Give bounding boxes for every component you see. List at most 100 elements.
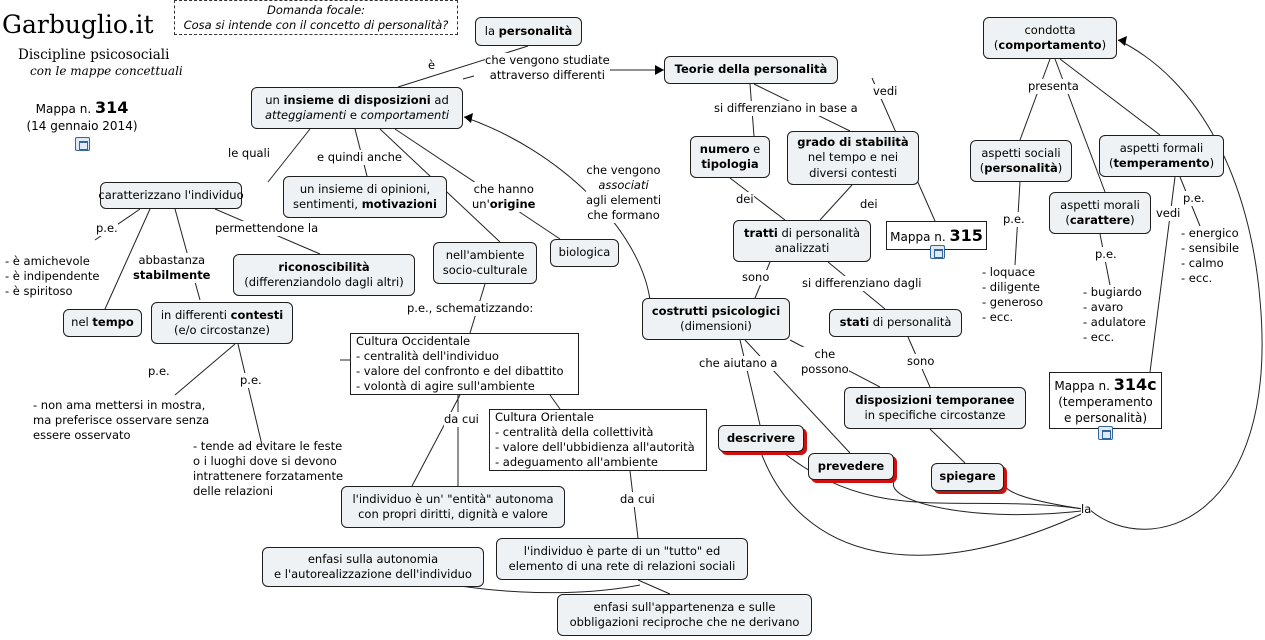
node-condotta-comportamento[interactable]: condotta(comportamento) bbox=[983, 17, 1117, 59]
connector-line bbox=[729, 177, 786, 221]
connector-line bbox=[237, 343, 263, 446]
connector-line bbox=[637, 579, 671, 595]
node-descrivere[interactable]: descrivere bbox=[718, 425, 804, 452]
focal-question: Domanda focale: Cosa si intende con il c… bbox=[174, 0, 458, 35]
connector-curve bbox=[759, 449, 1091, 556]
link-label-pe: p.e. bbox=[1095, 247, 1117, 262]
map-date: (14 gennaio 2014) bbox=[26, 118, 138, 133]
link-label-differenziano-dagli: si differenziano dagli bbox=[802, 276, 922, 291]
link-label-pe: p.e. bbox=[1003, 212, 1025, 227]
brand-tagline: con le mappe concettuali bbox=[30, 64, 183, 78]
link-label-da-cui: da cui bbox=[444, 412, 479, 427]
link-label-la: la bbox=[1081, 502, 1092, 517]
link-label-pe: p.e. bbox=[240, 373, 262, 388]
link-label-differenziano: si differenziano in base a bbox=[714, 101, 858, 116]
link-label-permettendone: permettendone la bbox=[215, 221, 319, 236]
link-label-le-quali: le quali bbox=[228, 146, 270, 161]
focal-heading: Domanda focale: bbox=[266, 3, 366, 17]
link-label-dei: dei bbox=[860, 197, 878, 212]
link-label-aiutano: che aiutano a bbox=[699, 356, 778, 371]
node-nel-tempo[interactable]: nel tempo bbox=[63, 309, 142, 337]
node-aspetti-formali[interactable]: aspetti formali(temperamento) bbox=[1099, 135, 1224, 177]
link-label-quindi-anche: e quindi anche bbox=[317, 150, 402, 165]
node-cultura-occidentale[interactable]: Cultura Occidentale- centralità dell'ind… bbox=[350, 333, 579, 395]
map-number: 314 bbox=[94, 98, 129, 117]
map-info: Mappa n. 314 (14 gennaio 2014) bbox=[22, 98, 142, 134]
concept-map-icon[interactable] bbox=[930, 245, 945, 259]
link-label-pe: p.e. bbox=[1183, 191, 1205, 206]
connector-line bbox=[549, 394, 561, 410]
focal-question-text: Cosa si intende con il concetto di perso… bbox=[183, 17, 449, 32]
arrowhead bbox=[1118, 36, 1127, 46]
brand-title[interactable]: Garbuglio.it bbox=[2, 10, 154, 39]
node-mappa-315[interactable]: Mappa n. 315 bbox=[886, 221, 987, 250]
link-label-pe: p.e. bbox=[96, 221, 118, 236]
node-aspetti-morali[interactable]: aspetti morali(carattere) bbox=[1049, 192, 1151, 234]
node-aspetti-sociali[interactable]: aspetti sociali(personalità) bbox=[970, 140, 1072, 182]
node-cultura-orientale[interactable]: Cultura Orientale- centralità della coll… bbox=[489, 409, 707, 471]
concept-map-icon[interactable] bbox=[1098, 426, 1113, 440]
node-personalita[interactable]: la personalità bbox=[475, 17, 582, 46]
arrowhead bbox=[655, 65, 664, 75]
link-label-sono: sono bbox=[907, 354, 935, 369]
connector-line bbox=[397, 45, 529, 88]
connector-line bbox=[104, 208, 151, 310]
brand-subtitle: Discipline psicosociali bbox=[18, 47, 170, 63]
connector-line bbox=[1019, 58, 1051, 141]
node-opinioni[interactable]: un insieme di opinioni,sentimenti, motiv… bbox=[283, 176, 447, 218]
link-label-presenta: presenta bbox=[1028, 79, 1079, 94]
link-label-pe: p.e. bbox=[148, 364, 170, 379]
connector-curve bbox=[1089, 39, 1263, 530]
link-label-vedi: vedi bbox=[1156, 206, 1181, 221]
examples-aspetti-formali: - energico- sensibile- calmo- ecc. bbox=[1181, 226, 1240, 285]
examples-aspetti-morali: - bugiardo- avaro- adulatore- ecc. bbox=[1083, 285, 1146, 344]
connector-line bbox=[174, 343, 236, 396]
arrowhead bbox=[464, 113, 473, 123]
connector-line bbox=[929, 428, 966, 464]
link-label-e: è bbox=[428, 58, 436, 73]
connector-line bbox=[411, 394, 461, 487]
connector-line bbox=[462, 75, 475, 80]
link-label-schematizzando: p.e., schematizzando: bbox=[407, 301, 534, 316]
node-spiegare[interactable]: spiegare bbox=[931, 463, 1004, 491]
node-riconoscibilita[interactable]: riconoscibilità(differenziandolo dagli a… bbox=[233, 254, 415, 296]
connector-line bbox=[1059, 58, 1161, 136]
node-teorie-personalita[interactable]: Teorie della personalità bbox=[664, 56, 838, 84]
example-mostra: - non ama mettersi in mostra,ma preferis… bbox=[33, 398, 210, 442]
map-prefix: Mappa n. bbox=[35, 102, 92, 116]
link-label-sono: sono bbox=[742, 270, 770, 285]
examples-aspetti-sociali: - loquace- diligente- generoso- ecc. bbox=[982, 265, 1044, 324]
node-costrutti-psicologici[interactable]: costrutti psicologici(dimensioni) bbox=[642, 298, 790, 340]
connector-curve bbox=[892, 479, 1091, 516]
node-prevedere[interactable]: prevedere bbox=[808, 453, 894, 480]
concept-map-icon[interactable] bbox=[75, 137, 90, 151]
connector-line bbox=[819, 184, 853, 221]
node-biologica[interactable]: biologica bbox=[550, 239, 619, 267]
node-caratterizzano-individuo[interactable]: caratterizzano l'individuo bbox=[98, 182, 244, 209]
link-label-dei: dei bbox=[736, 192, 754, 207]
node-stati-personalita[interactable]: stati di personalità bbox=[829, 309, 962, 337]
link-label-vedi: vedi bbox=[873, 84, 898, 99]
link-label-da-cui: da cui bbox=[620, 492, 655, 507]
connector-line bbox=[739, 339, 761, 426]
node-contesti[interactable]: in differenti contesti(e/o circostanze) bbox=[151, 302, 293, 344]
connector-line bbox=[267, 128, 311, 183]
